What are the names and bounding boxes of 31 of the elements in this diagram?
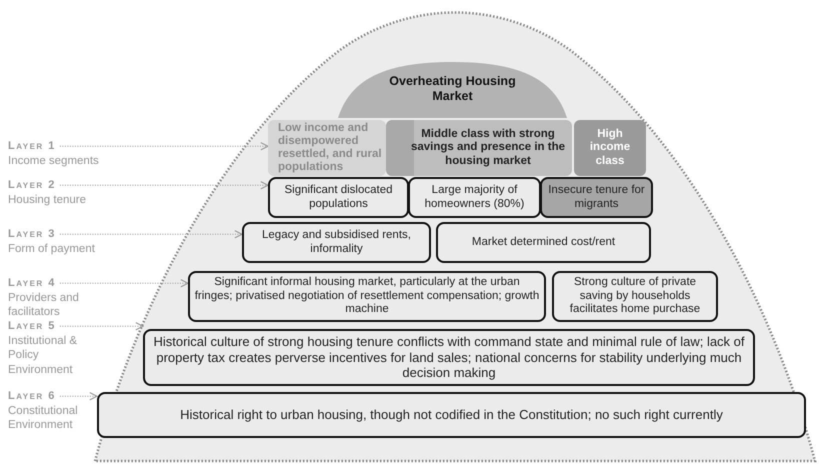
- income-segment: Low income and disempowered resettled, and rural populations: [268, 120, 386, 176]
- layer-box: Large majority of homeowners (80%): [408, 177, 541, 218]
- leader-arrow: [59, 230, 243, 238]
- leader-arrow: [59, 392, 98, 400]
- layer-title: Layer 4: [8, 276, 56, 290]
- layer-box: Insecure tenure for migrants: [540, 177, 653, 218]
- layer-title: Layer 6: [8, 389, 56, 404]
- layer-box: Historical culture of strong housing tenure conflicts with command state and minimal rule of law; lack of property tax creates perverse incentives for land sales; national concerns for stability underlying much decision making: [143, 329, 755, 386]
- layer-box: Historical right to urban housing, though not codified in the Constitution; no such right currently: [97, 392, 806, 438]
- layer-title: Layer 3: [8, 227, 56, 242]
- leader-arrow: [59, 279, 189, 288]
- layer-description: Institutional & Policy Environment: [8, 334, 78, 377]
- layer-box: Legacy and subsidised rents, informality: [242, 222, 431, 263]
- layer-box: Market determined cost/rent: [436, 222, 651, 263]
- leader-arrow: [59, 181, 269, 190]
- layer-description: Constitutional Environment: [8, 404, 79, 432]
- layer-description: Housing tenure: [8, 192, 87, 207]
- layer-title: Layer 2: [8, 178, 56, 192]
- layer-box: Significant dislocated populations: [268, 177, 409, 218]
- title-text: Overheating Housing Market: [388, 74, 517, 104]
- leader-arrow: [59, 142, 269, 150]
- income-segment: High income class: [574, 120, 646, 176]
- layer-description: Form of payment: [8, 242, 96, 256]
- layer-title: Layer 1: [8, 139, 56, 154]
- layer-description: Income segments: [8, 154, 100, 168]
- layer-box: Strong culture of private saving by households facilitates home purchase: [552, 271, 718, 322]
- layer-title: Layer 5: [8, 319, 56, 334]
- layer-box: Significant informal housing market, particularly at the urban fringes; privatised negotiation of resettlement compensation; growth machine: [188, 271, 546, 322]
- leader-arrow: [59, 322, 144, 330]
- layer-description: Providers and facilitators: [8, 290, 80, 320]
- income-segment: Middle class with strong savings and presence in the housing market: [386, 120, 572, 176]
